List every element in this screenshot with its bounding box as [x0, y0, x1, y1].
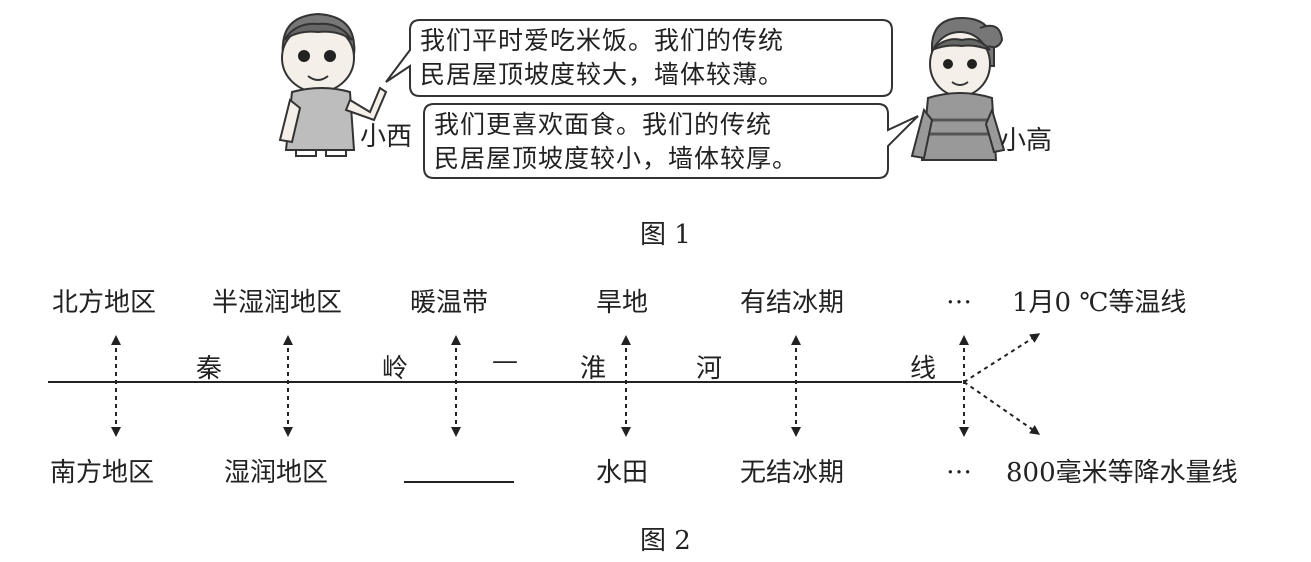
- south-label-river-freeze: 无结冰期: [740, 458, 845, 488]
- isohyet-arrow: [963, 381, 1041, 435]
- boy-speech-line-1: 我们平时爱吃米饭。我们的传统: [420, 26, 785, 55]
- isohyet-label: 800毫米等降水量线: [1006, 458, 1238, 488]
- isotherm-label: 1月0 ℃等温线: [1012, 288, 1187, 318]
- line-name-char-3: 淮: [580, 354, 607, 384]
- line-name-char-4: 河: [696, 354, 723, 384]
- girl-speech-line-1: 我们更喜欢面食。我们的传统: [434, 110, 773, 139]
- figure1-caption: 图 1: [640, 220, 691, 250]
- isotherm-arrow: [963, 333, 1041, 383]
- north-label-region: 北方地区: [52, 288, 157, 318]
- figure2-caption: 图 2: [640, 526, 691, 556]
- north-label-river-freeze: 有结冰期: [740, 288, 845, 318]
- girl-name-label: 小高: [1000, 126, 1053, 156]
- line-name-dash: —: [492, 346, 518, 376]
- south-label-region: 南方地区: [50, 458, 155, 488]
- girl-speech-bubble: [423, 103, 919, 179]
- girl-illustration: [910, 16, 1006, 161]
- boy-speech-line-2: 民居屋顶坡度较大，墙体较薄。: [420, 60, 785, 89]
- boy-speech-bubble: [385, 19, 893, 97]
- boy-illustration: [278, 12, 388, 157]
- south-label-ellipsis: …: [946, 450, 972, 480]
- north-label-ellipsis: …: [946, 280, 972, 310]
- boy-name-label: 小西: [360, 122, 413, 152]
- north-label-temperature-zone: 暖温带: [410, 288, 489, 318]
- north-label-humidity: 半湿润地区: [212, 288, 343, 318]
- south-label-humidity: 湿润地区: [224, 458, 329, 488]
- girl-speech-line-2: 民居屋顶坡度较小，墙体较厚。: [434, 144, 799, 173]
- south-label-farmland: 水田: [596, 458, 649, 488]
- north-label-farmland: 旱地: [596, 288, 649, 318]
- line-name-char-5: 线: [910, 354, 937, 384]
- line-name-char-1: 秦: [196, 354, 223, 384]
- line-name-char-2: 岭: [382, 354, 409, 384]
